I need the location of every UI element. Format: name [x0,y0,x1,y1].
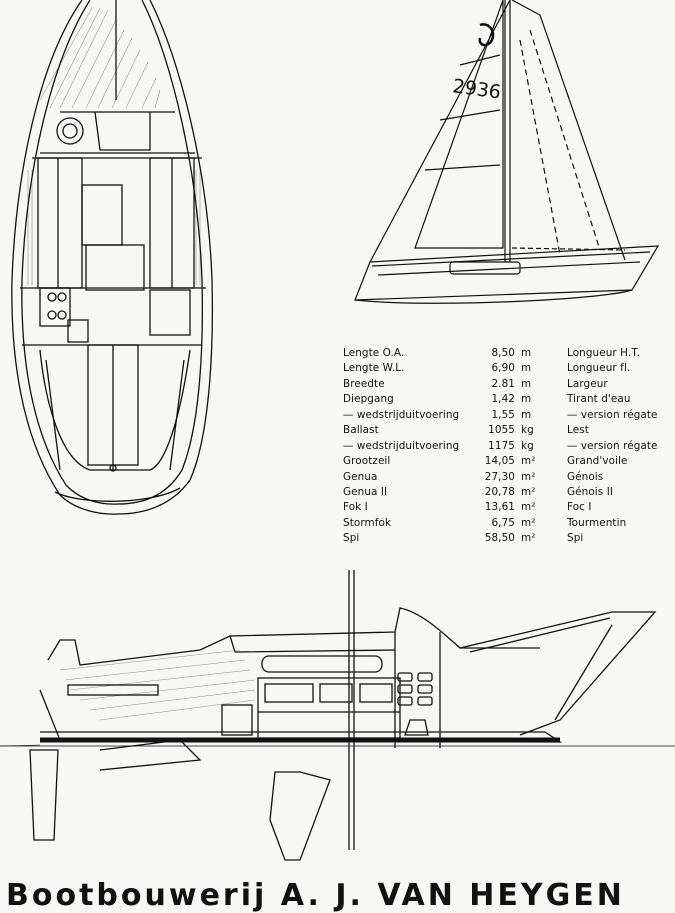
spec-label-fr: Foc I [567,501,592,514]
spec-label-nl: Diepgang [343,393,394,406]
spec-row: — wedstrijduitvoering 1175 kg — version rég… [343,439,665,454]
spec-label-fr: Longueur fl. [567,362,631,375]
spec-value: 1,55 [491,408,515,421]
sail-emblem-icon [478,23,495,47]
spec-label-fr: Tourmentin [567,516,627,529]
spec-label-fr: Génois II [567,485,614,498]
spec-table: Lengte O.A. 8,50 m Longueur H.T. Lengte W.L.… [343,346,665,547]
spec-label-nl: Genua [343,470,378,483]
spec-value: 1175 [488,439,515,452]
spec-unit: m² [521,455,536,468]
spec-row: Diepgang 1,42 m Tirant d'eau [343,392,665,407]
spec-value: 14,05 [484,455,515,468]
spec-unit: m [521,393,532,406]
spec-label-fr: Tirant d'eau [567,393,631,406]
spec-label-fr: Lest [567,424,589,437]
spec-label-fr: Génois [567,470,604,483]
spec-unit: m [521,347,532,359]
spec-label-nl: — wedstrijduitvoering [343,408,460,421]
spec-label-nl: Lengte O.A. [343,347,405,359]
spec-label-fr: Spi [567,532,584,545]
spec-value: 1055 [488,424,515,437]
spec-unit: m [521,408,532,421]
spec-value: 6,75 [491,516,515,529]
spec-value: 6,90 [491,362,515,375]
spec-label-nl: Grootzeil [343,455,391,468]
spec-value: 1,42 [491,393,515,406]
spec-unit: kg [521,439,534,452]
spec-unit: m² [521,470,536,483]
spec-unit: m [521,362,532,375]
spec-row: Genua II 20,78 m² Génois II [343,485,665,500]
spec-row: Grootzeil 14,05 m² Grand'voile [343,454,665,469]
spec-value: 2.81 [491,377,515,390]
spec-label-fr: — version régate [567,439,658,452]
spec-row: — wedstrijduitvoering 1,55 m — version réga… [343,408,665,423]
spec-value: 8,50 [491,347,515,359]
spec-label-fr: Largeur [567,377,608,390]
spec-label-nl: — wedstrijduitvoering [343,439,460,452]
spec-label-fr: — version régate [567,408,658,421]
spec-row: Genua 27,30 m² Génois [343,470,665,485]
spec-value: 27,30 [484,470,515,483]
spec-row: Lengte W.L. 6,90 m Longueur fl. [343,361,665,376]
spec-unit: m² [521,501,536,514]
spec-value: 13,61 [484,501,515,514]
spec-value: 58,50 [484,532,515,545]
spec-row: Stormfok 6,75 m² Tourmentin [343,516,665,531]
spec-label-nl: Genua II [343,485,388,498]
spec-label-nl: Spi [343,532,360,545]
spec-unit: kg [521,424,534,437]
sail-number: 2936 [451,75,502,104]
spec-unit: m² [521,516,536,529]
spec-label-fr: Longueur H.T. [567,347,640,359]
spec-label-nl: Fok I [343,501,368,514]
spec-row: Fok I 13,61 m² Foc I [343,500,665,515]
spec-unit: m² [521,485,536,498]
spec-row: Spi 58,50 m² Spi [343,531,665,546]
spec-label-nl: Lengte W.L. [343,362,405,375]
spec-label-nl: Breedte [343,377,385,390]
spec-unit: m² [521,532,536,545]
shipyard-title: Bootbouwerij A. J. VAN HEYGEN [6,878,625,913]
spec-label-fr: Grand'voile [567,455,628,468]
spec-value: 20,78 [484,485,515,498]
spec-row: Lengte O.A. 8,50 m Longueur H.T. [343,346,665,361]
spec-label-nl: Ballast [343,424,379,437]
spec-row: Ballast 1055 kg Lest [343,423,665,438]
spec-row: Breedte 2.81 m Largeur [343,377,665,392]
spec-unit: m [521,377,532,390]
spec-label-nl: Stormfok [343,516,392,529]
